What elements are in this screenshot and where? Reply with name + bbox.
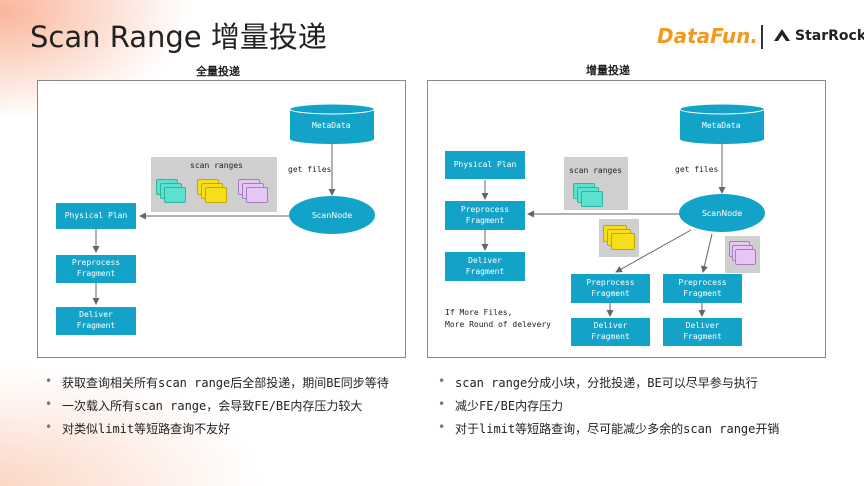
- starrocks-logo: StarRocks: [795, 28, 864, 44]
- left-bullet-list: 获取查询相关所有scan range后全部投递，期间BE同步等待 一次载入所有s…: [45, 374, 389, 443]
- lilac-scan-range: [246, 187, 268, 203]
- yellow-scan-range: [205, 187, 227, 203]
- left-preprocess-fragment: Preprocess Fragment: [56, 255, 136, 283]
- list-item: 减少FE/BE内存压力: [438, 397, 779, 420]
- right-get-files-label: get files: [675, 165, 719, 174]
- teal-scan-range: [581, 191, 603, 207]
- left-scan-ranges-label: scan ranges: [190, 161, 243, 170]
- list-item: 对于limit等短路查询，尽可能减少多余的scan range开销: [438, 420, 779, 443]
- left-deliver-fragment: Deliver Fragment: [56, 307, 136, 335]
- list-item: 一次载入所有scan range，会导致FE/BE内存压力较大: [45, 397, 389, 420]
- right-deliver-fragment-b: Deliver Fragment: [663, 318, 742, 346]
- list-item: scan range分成小块，分批投递，BE可以尽早参与执行: [438, 374, 779, 397]
- right-scannode: ScanNode: [679, 194, 765, 232]
- list-item: 获取查询相关所有scan range后全部投递，期间BE同步等待: [45, 374, 389, 397]
- more-files-note: If More Files, More Round of delevery: [445, 308, 551, 329]
- right-bullet-list: scan range分成小块，分批投递，BE可以尽早参与执行 减少FE/BE内存…: [438, 374, 779, 443]
- teal-scan-range: [164, 187, 186, 203]
- right-preprocess-fragment-a: Preprocess Fragment: [571, 274, 650, 303]
- starrocks-logo-icon: [774, 29, 790, 41]
- list-item: 对类似limit等短路查询不友好: [45, 420, 389, 443]
- logo-divider: [761, 25, 763, 49]
- lilac-scan-range: [735, 249, 756, 265]
- right-metadata-label: MetaData: [702, 121, 741, 130]
- left-metadata-label: MetaData: [312, 121, 351, 130]
- right-physical-plan: Physical Plan: [445, 151, 525, 179]
- right-panel-heading: 增量投递: [586, 64, 630, 77]
- right-preprocess-fragment-b: Preprocess Fragment: [663, 274, 742, 303]
- right-scan-ranges-label: scan ranges: [569, 166, 622, 175]
- right-metadata-cylinder: [679, 103, 765, 144]
- right-deliver-fragment: Deliver Fragment: [445, 252, 525, 281]
- left-metadata-cylinder: [289, 103, 375, 144]
- right-deliver-fragment-a: Deliver Fragment: [571, 318, 650, 346]
- right-preprocess-fragment: Preprocess Fragment: [445, 201, 525, 230]
- datafun-logo: DataFun.: [657, 24, 758, 48]
- left-physical-plan: Physical Plan: [56, 203, 136, 229]
- left-get-files-label: get files: [288, 165, 332, 174]
- page-title: Scan Range 增量投递: [30, 20, 327, 54]
- left-panel-heading: 全量投递: [196, 65, 240, 78]
- yellow-scan-range: [611, 233, 635, 250]
- left-scannode: ScanNode: [289, 196, 375, 234]
